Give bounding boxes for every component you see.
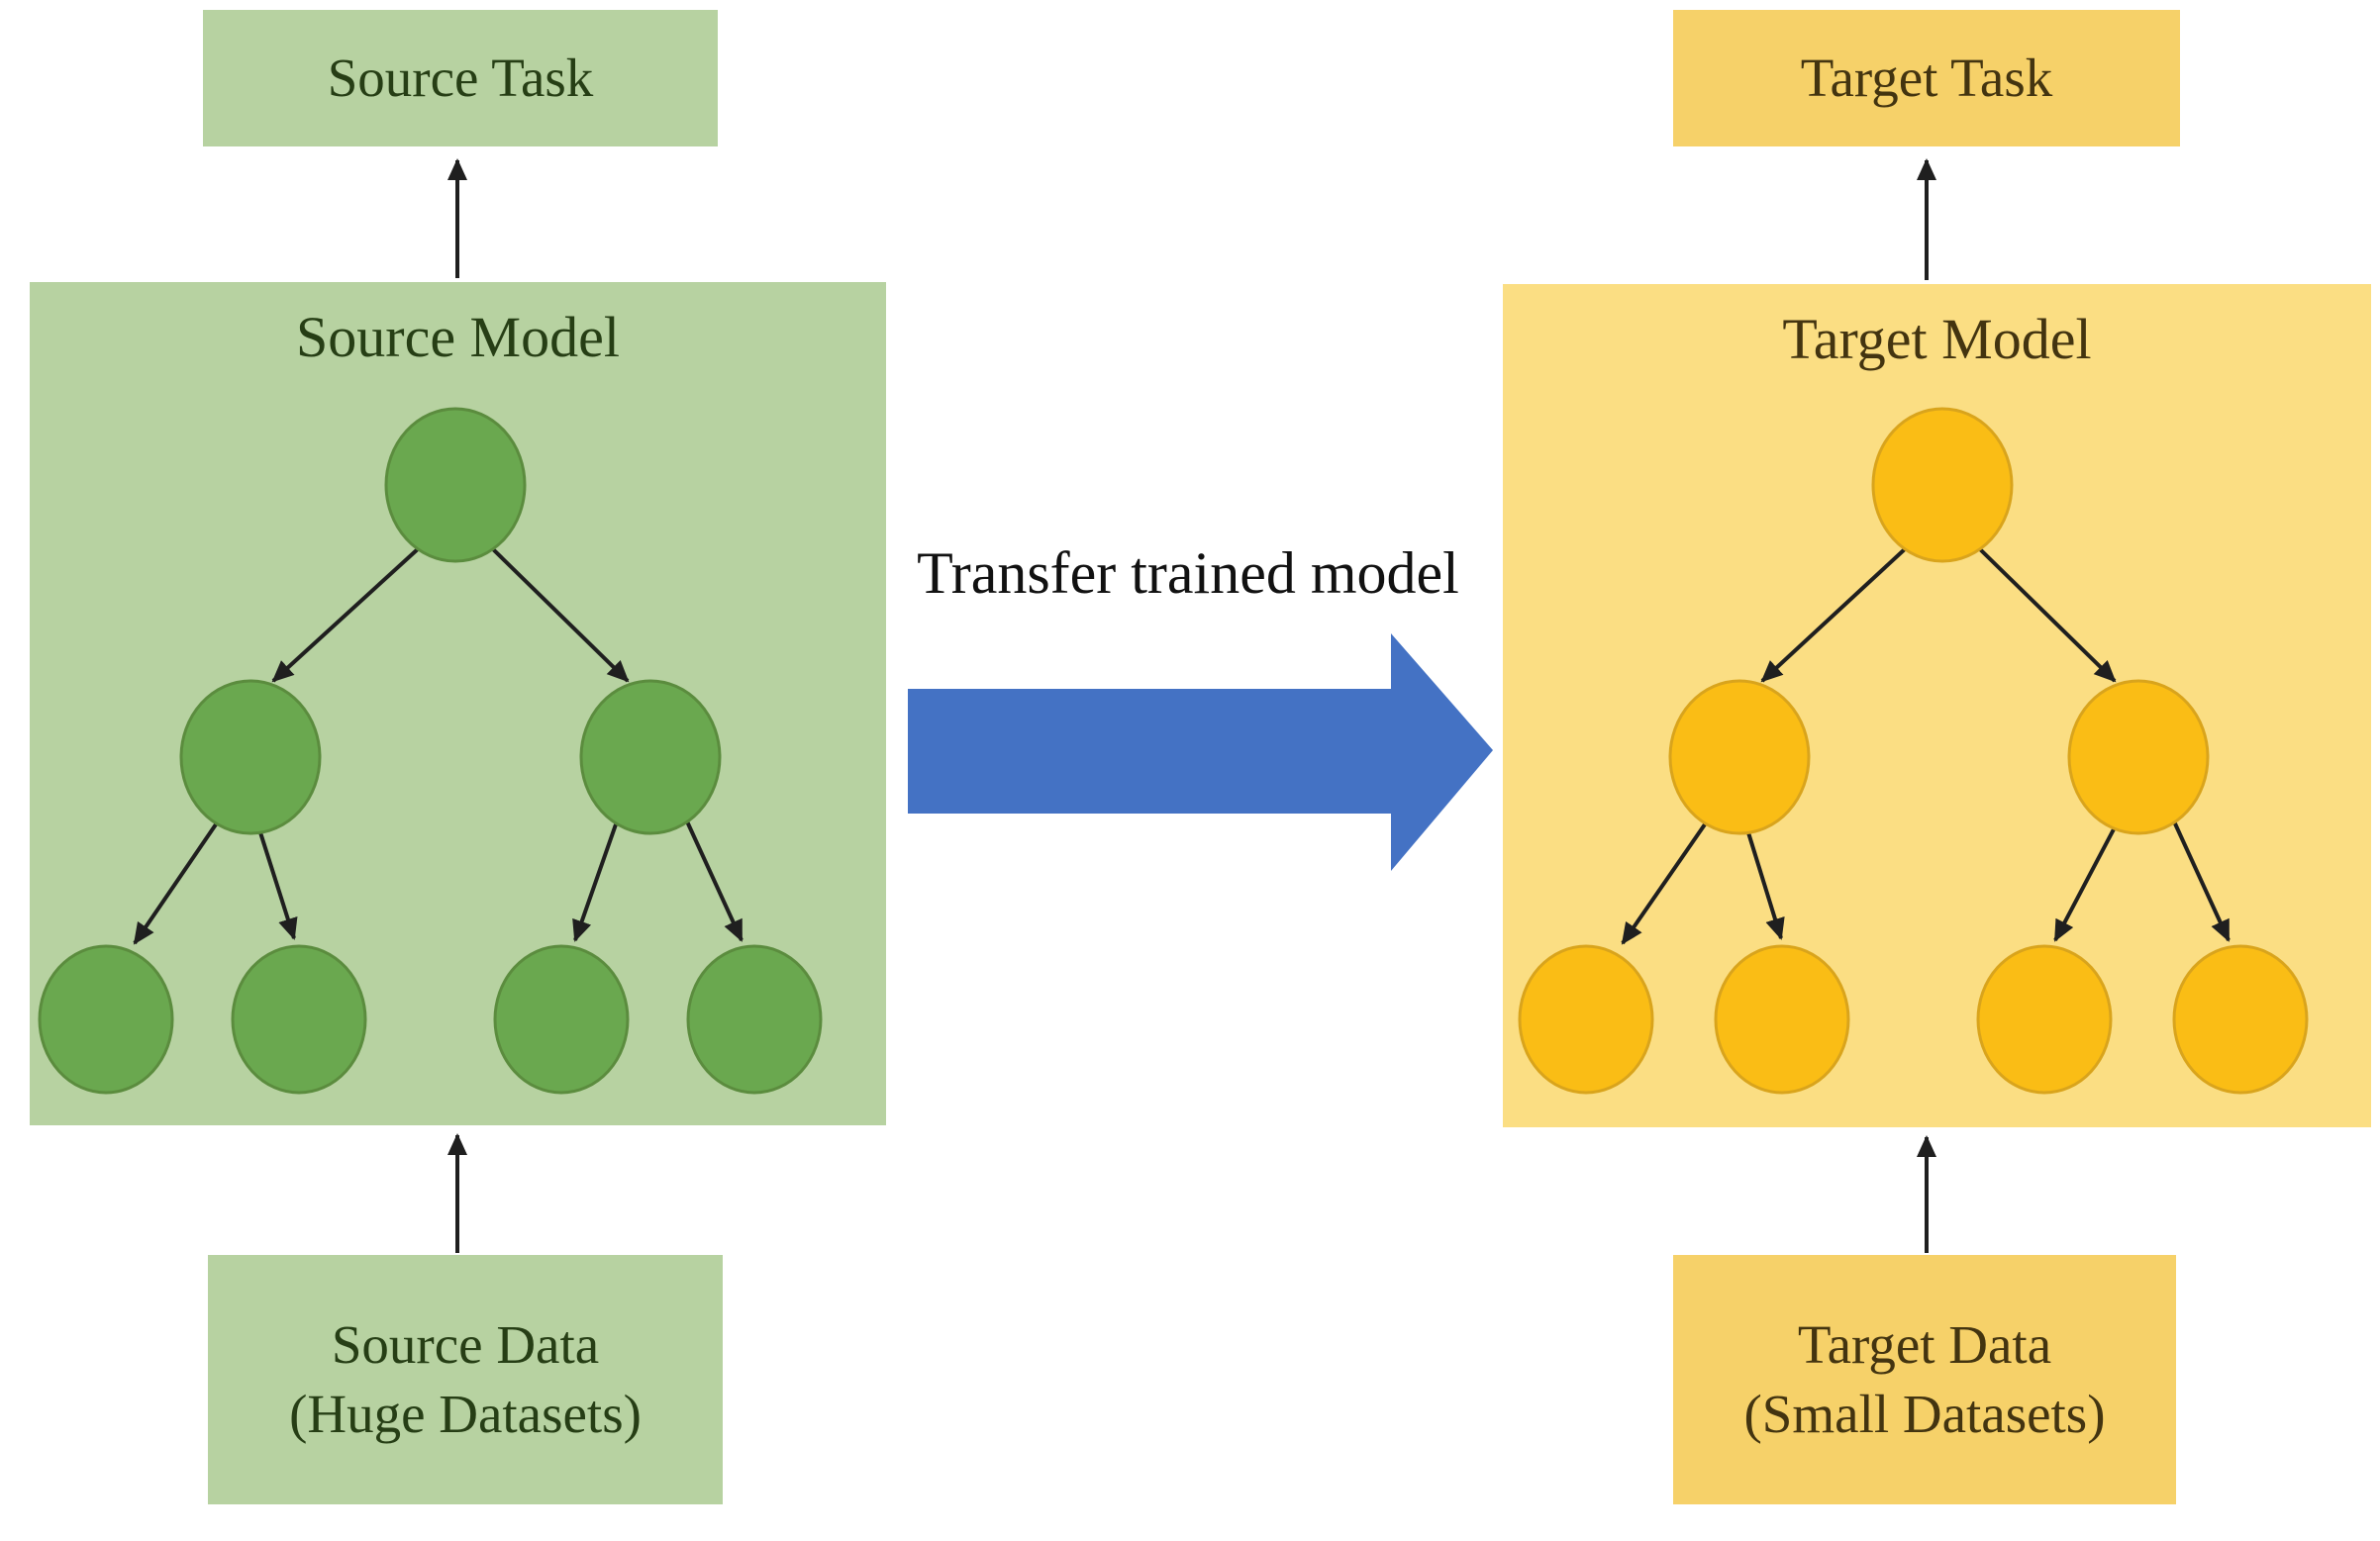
source-model-panel: Source Model — [30, 282, 886, 1125]
target-data-label: Target Data — [1797, 1313, 2052, 1375]
target-data-box: Target Data (Small Datasets) — [1673, 1255, 2176, 1504]
target-data-sublabel: (Small Datasets) — [1743, 1384, 2106, 1444]
source-task-box: Source Task — [203, 10, 718, 146]
target-model-title: Target Model — [1782, 307, 2092, 371]
transfer-arrow-label: Transfer trained model — [917, 540, 1459, 606]
source-model-title: Source Model — [296, 305, 620, 369]
target-task-box: Target Task — [1673, 10, 2180, 146]
source-task-label: Source Task — [327, 47, 594, 108]
source-data-box: Source Data (Huge Datasets) — [208, 1255, 723, 1504]
transfer-arrow — [908, 633, 1493, 871]
source-data-sublabel: (Huge Datasets) — [289, 1384, 642, 1444]
target-task-label: Target Task — [1800, 47, 2053, 108]
target-model-panel: Target Model — [1503, 284, 2371, 1127]
source-data-label: Source Data — [331, 1313, 600, 1375]
